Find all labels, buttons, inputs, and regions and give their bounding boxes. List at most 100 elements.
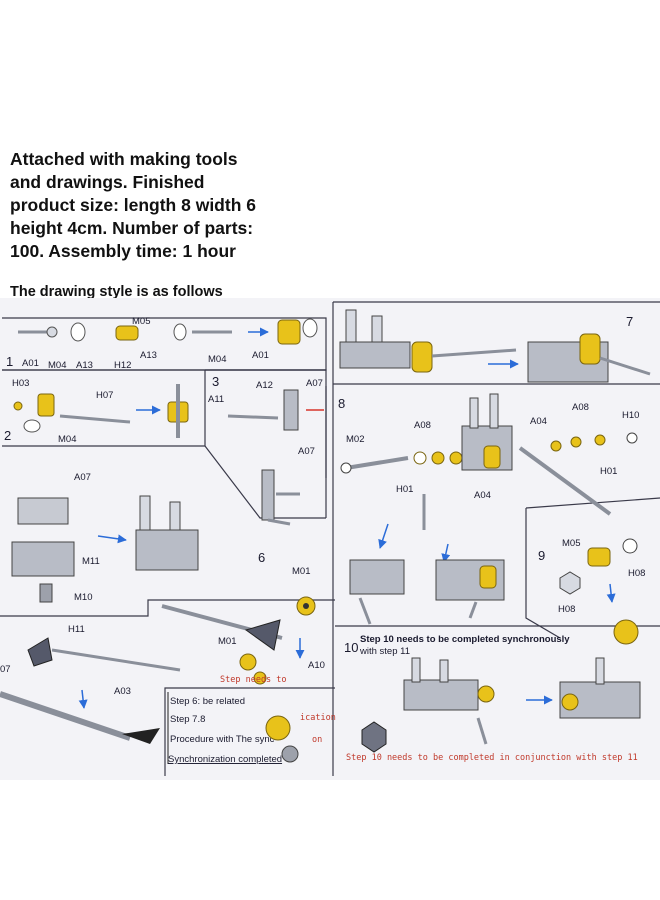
lever-bracket xyxy=(244,619,281,651)
part-label-M11: M11 xyxy=(82,556,100,567)
wheel-hub xyxy=(303,603,309,609)
result-rod-b xyxy=(468,601,478,619)
note-step6-line1: Step 6: be related xyxy=(170,696,245,707)
post-part-b xyxy=(169,501,181,531)
step-6-notes: Step 6: be related Step 7.8 Procedure wi… xyxy=(167,692,336,765)
arm-panel: H11 07 A03 xyxy=(0,624,181,744)
end-collar xyxy=(626,432,638,444)
step-10-panel: 10 Step 10 needs to be completed synchro… xyxy=(344,634,641,763)
frame-left xyxy=(339,341,411,369)
part-label-A10: A10 xyxy=(308,660,325,671)
step-7-number: 7 xyxy=(626,314,633,329)
part-label-M05: M05 xyxy=(132,316,150,327)
yellow-wheel-b xyxy=(239,653,257,671)
frame-10-left xyxy=(403,679,479,711)
center-post-b xyxy=(489,393,499,429)
step-10-subtitle: with step 11 xyxy=(359,646,410,657)
step-7-rod xyxy=(431,348,517,358)
yellow-coupler xyxy=(115,325,139,341)
part-label-M04: M04 xyxy=(48,360,66,371)
spacer-d xyxy=(570,436,582,448)
ring-9 xyxy=(622,538,638,554)
part-label-H03: H03 xyxy=(12,378,29,389)
assembled-hub xyxy=(302,318,318,338)
step-8-number: 8 xyxy=(338,396,345,411)
part-label-A11: A11 xyxy=(208,394,224,405)
step-9-number: 9 xyxy=(538,548,545,563)
assembly-drawing: 1 A01 M04 A13 H12 M05 A13 M04 A01 H03 H0… xyxy=(0,298,660,780)
part-label-A04-b: A04 xyxy=(474,490,491,501)
step-9-panel: 9 M05 H08 H08 xyxy=(538,538,645,645)
rod-end xyxy=(340,462,352,474)
center-post xyxy=(469,397,479,429)
center-yellow xyxy=(483,445,501,469)
arrow-bracket xyxy=(97,534,127,544)
step-3-panel: 3 A12 A07 A11 A07 xyxy=(208,374,324,457)
part-label-M04-c: M04 xyxy=(58,434,76,445)
bracket-plate xyxy=(283,389,299,431)
part-label-A13: A13 xyxy=(76,360,93,371)
part-label-A08-b: A08 xyxy=(572,402,589,413)
part-label-M05-b: M05 xyxy=(562,538,580,549)
part-label-H11: H11 xyxy=(68,624,85,635)
assembled-wheel xyxy=(277,319,301,345)
wheel-part xyxy=(70,322,86,342)
part-label-07: 07 xyxy=(0,664,11,675)
part-label-A04: A04 xyxy=(530,416,547,427)
bracket-a07 xyxy=(17,497,69,525)
note-ication: ication xyxy=(300,713,336,723)
yellow-wheel-c xyxy=(253,671,267,685)
washer-part xyxy=(46,326,58,338)
intro-line-4: height 4cm. Number of parts: xyxy=(10,218,254,238)
arrow-down-b xyxy=(441,543,451,563)
intro-line-3: product size: length 8 width 6 xyxy=(10,195,256,215)
nut-part xyxy=(281,745,299,763)
frame-post xyxy=(345,309,357,343)
note-on: on xyxy=(312,735,322,745)
step-8-panel: 8 M02 A08 A04 A08 H10 H01 H01 A04 xyxy=(338,393,639,530)
part-label-M01-b: M01 xyxy=(218,636,236,647)
post-10c xyxy=(595,657,605,685)
result-rod-a xyxy=(358,597,372,625)
hex-nut-9 xyxy=(559,571,581,595)
rod-m02 xyxy=(345,456,409,470)
assembled-bracket xyxy=(135,529,199,571)
screw-m10 xyxy=(39,583,53,603)
hex-nut-10 xyxy=(361,721,387,753)
note-step6-line2: Step 7.8 xyxy=(170,714,205,725)
part-label-H12: H12 xyxy=(114,360,131,371)
frame-post-b xyxy=(371,315,383,343)
post-10a xyxy=(411,657,421,683)
yellow-10a xyxy=(477,685,495,703)
part-label-H01-b: H01 xyxy=(396,484,413,495)
plate-m11 xyxy=(11,541,75,577)
part-label-A07-b: A07 xyxy=(298,446,315,457)
arm-rod xyxy=(51,648,181,672)
spacer-e xyxy=(594,434,606,446)
intro-line-2: and drawings. Finished xyxy=(10,172,205,192)
instruction-sheet: 1 A01 M04 A13 H12 M05 A13 M04 A01 H03 H0… xyxy=(0,298,660,780)
result-yellow xyxy=(479,565,497,589)
post-part xyxy=(139,495,151,531)
step-10-title: Step 10 needs to be completed synchronou… xyxy=(360,634,570,645)
intro-text: Attached with making tools and drawings.… xyxy=(10,148,310,263)
yellow-coupler-9 xyxy=(587,547,611,567)
step-10-bottom-note: Step 10 needs to be completed in conjunc… xyxy=(346,753,638,763)
collar-part xyxy=(173,323,187,341)
part-label-H10: H10 xyxy=(622,410,639,421)
yellow-wheel-7b xyxy=(579,333,601,365)
arrow-step-9 xyxy=(606,583,616,603)
long-pin xyxy=(59,414,131,424)
spacer-c xyxy=(550,440,562,452)
part-label-H01: H01 xyxy=(600,466,617,477)
part-label-M02: M02 xyxy=(346,434,364,445)
part-label-H07: H07 xyxy=(96,390,113,401)
round-cap xyxy=(23,419,41,433)
washer-a08 xyxy=(413,451,427,465)
yellow-gear xyxy=(265,715,291,741)
part-label-M04-b: M04 xyxy=(208,354,226,365)
yellow-10b xyxy=(561,693,579,711)
yellow-spacer-b xyxy=(449,451,463,465)
long-arm xyxy=(0,691,131,741)
long-shaft xyxy=(518,446,612,516)
